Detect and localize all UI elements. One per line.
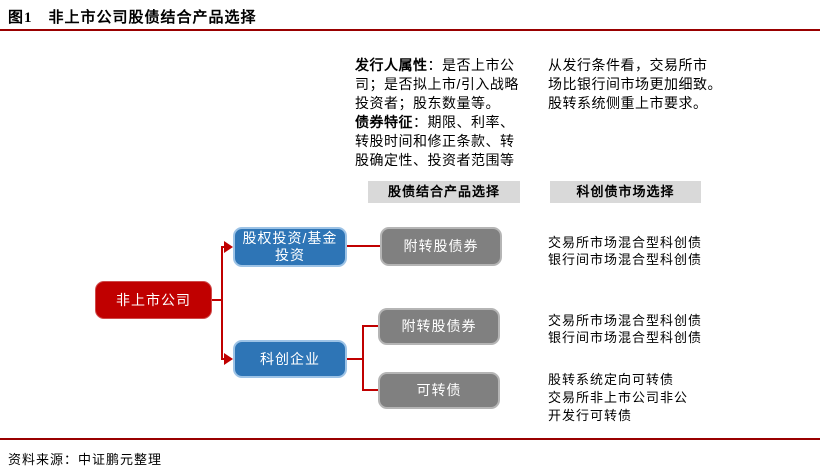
node-bond-convertible: 可转债 <box>378 372 500 409</box>
header-market-selection: 科创债市场选择 <box>550 181 701 203</box>
annotation-line: 交易所市场混合型科创债 <box>548 313 703 328</box>
connector-root-stub <box>212 299 222 301</box>
note-line: 投资者；股东数量等。 <box>355 95 500 111</box>
annotation-line: 开发行可转债 <box>548 408 633 423</box>
issuer-note: 发行人属性：是否上市公 司；是否拟上市/引入战略 投资者；股东数量等。 债券特征… <box>355 56 519 170</box>
annotation-line: 交易所市场混合型科创债 <box>548 235 703 250</box>
note-line: 转股时间和修正条款、转 <box>355 133 515 149</box>
connector-tech-trunk <box>362 325 364 391</box>
header-product-selection: 股债结合产品选择 <box>368 181 520 203</box>
arrowhead-equity <box>224 241 233 253</box>
connector-arm-equity <box>221 246 226 248</box>
source-text: 资料来源：中证鹏元整理 <box>8 452 163 467</box>
note-line: 股转系统侧重上市要求。 <box>548 95 708 111</box>
annotation-line: 交易所非上市公司非公 <box>548 390 689 405</box>
note-line: 发行人属性：是否上市公 <box>355 57 515 73</box>
connector-arm-bond2 <box>362 325 378 327</box>
connector-tech-stub <box>347 358 364 360</box>
connector-equity-bond1 <box>347 245 380 247</box>
node-tech-enterprise: 科创企业 <box>233 340 347 378</box>
note-line: 场比银行间市场更加细致。 <box>548 76 722 92</box>
arrowhead-tech <box>224 353 233 365</box>
annotation-bond3: 股转系统定向可转债 交易所非上市公司非公 开发行可转债 <box>548 371 688 425</box>
connector-arm-tech <box>221 358 226 360</box>
note-line: 债券特征：期限、利率、 <box>355 114 515 130</box>
note-line: 从发行条件看，交易所市 <box>548 57 708 73</box>
annotation-line: 银行间市场混合型科创债 <box>548 330 703 345</box>
figure-title: 图1 非上市公司股债结合产品选择 <box>8 10 257 26</box>
note-line: 司；是否拟上市/引入战略 <box>355 76 519 92</box>
annotation-line: 股转系统定向可转债 <box>548 372 675 387</box>
source-rule <box>0 438 820 440</box>
annotation-bond2: 交易所市场混合型科创债 银行间市场混合型科创债 <box>548 312 702 346</box>
note-line: 股确定性、投资者范围等 <box>355 152 515 168</box>
connector-root-trunk <box>221 246 223 360</box>
annotation-line: 银行间市场混合型科创债 <box>548 252 703 267</box>
title-rule <box>0 29 820 31</box>
market-note: 从发行条件看，交易所市 场比银行间市场更加细致。 股转系统侧重上市要求。 <box>548 56 722 113</box>
node-bond-attached-convertible-2: 附转股债券 <box>378 308 500 345</box>
annotation-bond1: 交易所市场混合型科创债 银行间市场混合型科创债 <box>548 234 702 268</box>
node-root-unlisted-company: 非上市公司 <box>95 281 212 319</box>
node-bond-attached-convertible-1: 附转股债券 <box>380 227 502 266</box>
node-equity-investment: 股权投资/基金 投资 <box>233 227 347 267</box>
connector-arm-bond3 <box>362 389 378 391</box>
